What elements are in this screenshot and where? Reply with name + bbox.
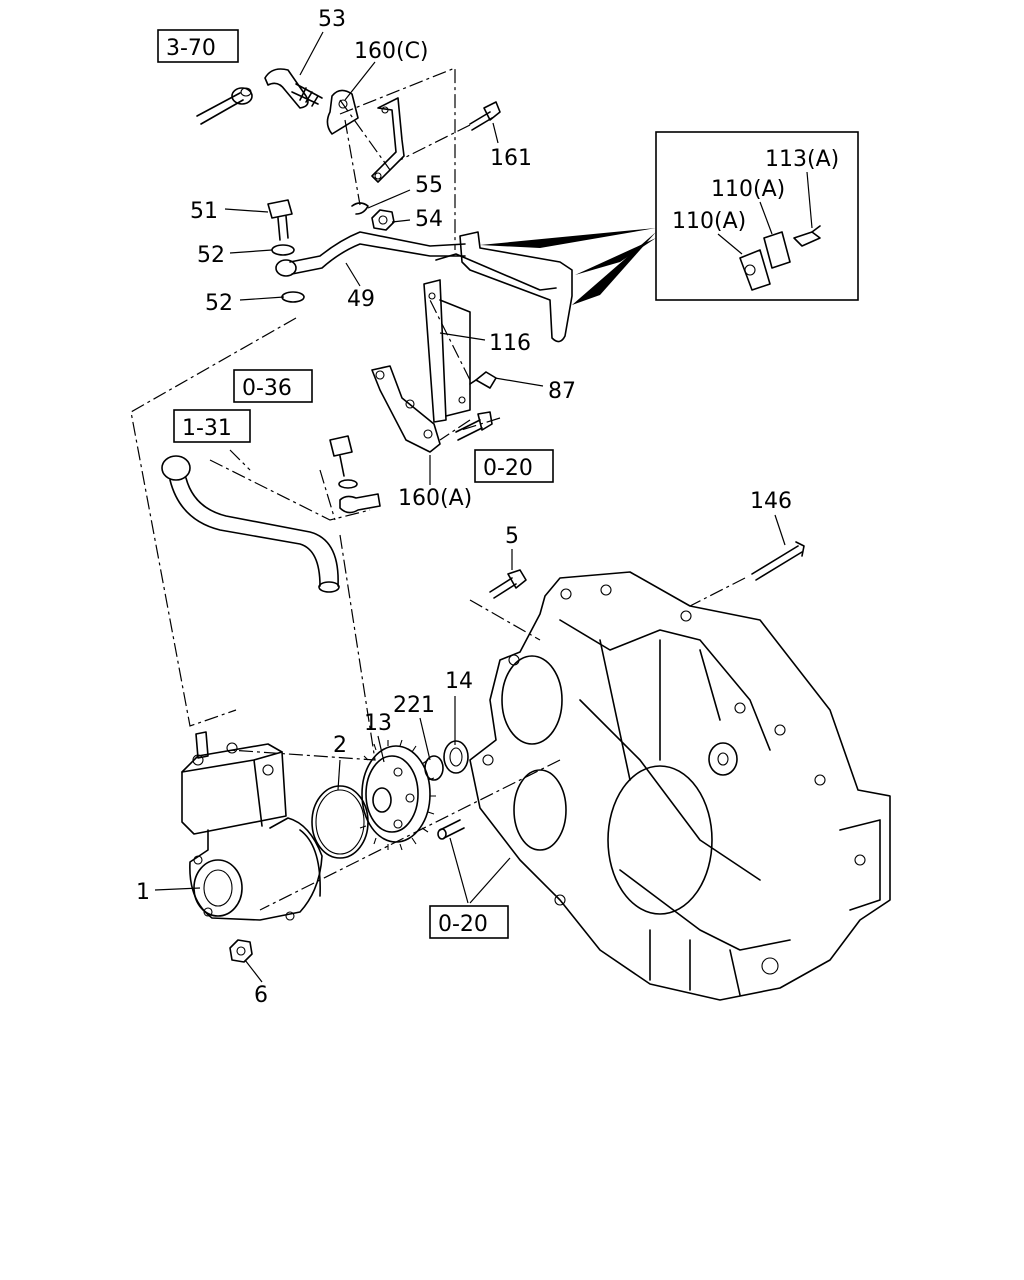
hose-1-31	[161, 455, 340, 593]
washer-52-upper	[271, 244, 295, 256]
callout-53: 53	[318, 7, 346, 32]
gear-13	[359, 739, 436, 851]
callout-110a-lower: 110(A)	[672, 209, 746, 234]
bolt-161	[469, 101, 501, 131]
callout-49: 49	[347, 287, 375, 312]
callout-51: 51	[190, 199, 218, 224]
callout-52-upper: 52	[197, 243, 225, 268]
elbow-fitting-53	[264, 68, 323, 109]
o-ring-2-inner	[315, 789, 365, 855]
callout-221: 221	[393, 693, 435, 718]
ref-box-0-20-lower[interactable]: 0-20	[429, 905, 509, 939]
air-compressor-1	[181, 731, 323, 921]
pipe-49	[275, 231, 466, 277]
stud-0-20-lower	[437, 819, 465, 840]
callout-5: 5	[505, 524, 519, 549]
callout-161: 161	[490, 146, 532, 171]
ref-box-0-20-upper[interactable]: 0-20	[474, 449, 554, 483]
callout-54: 54	[415, 207, 443, 232]
callout-146: 146	[750, 489, 792, 514]
bracket-116	[423, 231, 573, 423]
o-ring-2	[311, 785, 369, 859]
callout-116: 116	[489, 331, 531, 356]
ref-box-0-36[interactable]: 0-36	[233, 369, 313, 403]
callout-160c: 160(C)	[354, 39, 429, 64]
bolt-5	[489, 569, 527, 599]
nut-54	[371, 209, 395, 231]
washer-221	[424, 755, 444, 781]
callout-6: 6	[254, 983, 268, 1008]
fitting-0-36	[329, 435, 381, 514]
ref-label: 0-20	[483, 456, 533, 481]
callout-2: 2	[333, 733, 347, 758]
ref-label: 0-36	[242, 376, 292, 401]
ref-box-3-70[interactable]: 3-70	[157, 29, 239, 63]
pipe-end-3-70	[196, 87, 253, 125]
washer-52-lower	[281, 291, 305, 303]
ref-label: 3-70	[166, 36, 216, 61]
callout-52-lower: 52	[205, 291, 233, 316]
ref-box-1-31[interactable]: 1-31	[173, 409, 251, 443]
nut-6	[229, 939, 253, 963]
assembly-lines	[130, 67, 746, 911]
flywheel-housing	[469, 571, 891, 1001]
detail-pointers	[480, 228, 656, 305]
callout-160a: 160(A)	[398, 486, 472, 511]
stud-146	[751, 541, 805, 581]
ref-label: 0-20	[438, 912, 488, 937]
bracket-160a	[371, 365, 441, 453]
callout-87: 87	[548, 379, 576, 404]
callout-110a-upper: 110(A)	[711, 177, 785, 202]
bolt-0-20-upper	[455, 411, 493, 441]
callout-113a: 113(A)	[765, 147, 839, 172]
detail-inset-frame	[655, 131, 859, 301]
callout-14: 14	[445, 669, 473, 694]
bracket-160c	[326, 89, 405, 183]
callout-1: 1	[136, 880, 150, 905]
detail-clamps	[739, 225, 821, 291]
bolt-87	[469, 371, 497, 389]
banjo-bolt-51	[267, 199, 293, 241]
bearing-14	[443, 740, 469, 774]
clip-55	[351, 202, 369, 215]
ref-label: 1-31	[182, 416, 232, 441]
callout-55: 55	[415, 173, 443, 198]
callout-13: 13	[364, 711, 392, 736]
